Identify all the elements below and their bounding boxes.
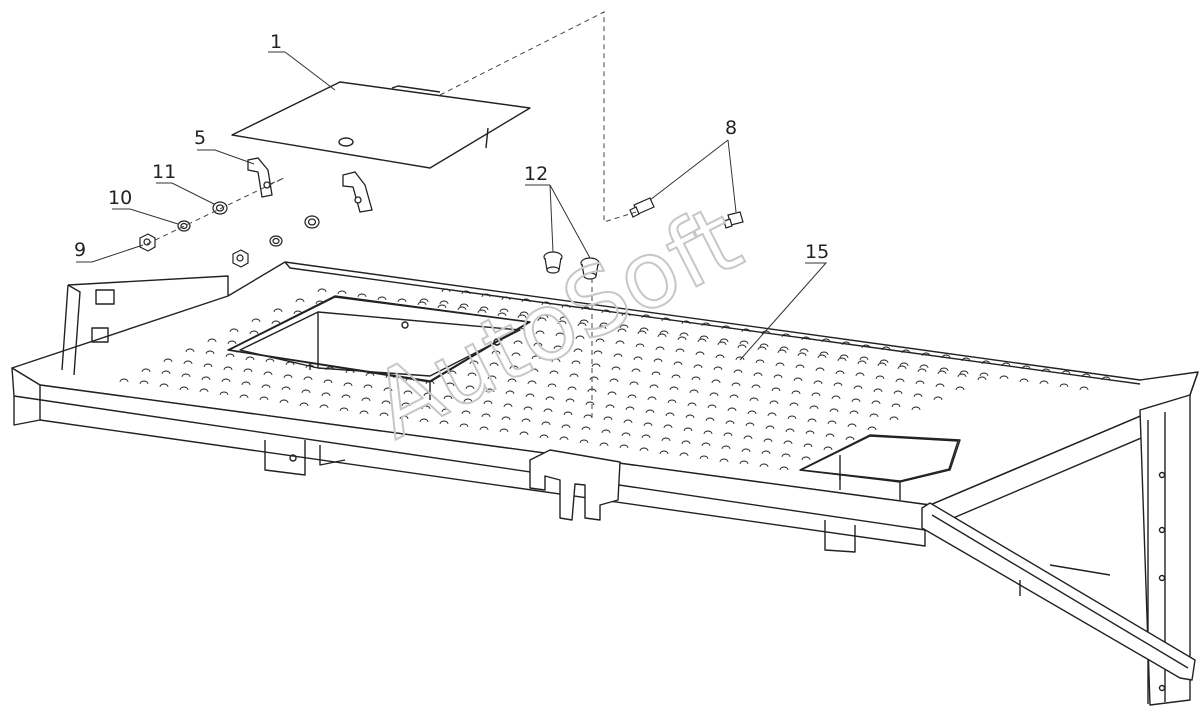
- leader-lines: [76, 51, 828, 361]
- callout-15: 15: [805, 241, 829, 263]
- platform-frame: [11, 261, 1199, 706]
- callout-8: 8: [725, 117, 737, 139]
- callout-5: 5: [194, 127, 206, 149]
- bolt-parts: [629, 197, 744, 229]
- cover-plate-part: [231, 81, 531, 169]
- bracket-parts: [247, 157, 373, 213]
- perforation-pattern: [119, 288, 1111, 471]
- callout-11: 11: [152, 161, 176, 183]
- assembly-lines: [146, 11, 637, 420]
- callout-labels: 1 5 11 10 9 12 8 15: [74, 31, 829, 263]
- callout-1: 1: [270, 31, 282, 53]
- callout-10: 10: [108, 187, 132, 209]
- callout-9: 9: [74, 239, 86, 261]
- callout-12: 12: [524, 163, 548, 185]
